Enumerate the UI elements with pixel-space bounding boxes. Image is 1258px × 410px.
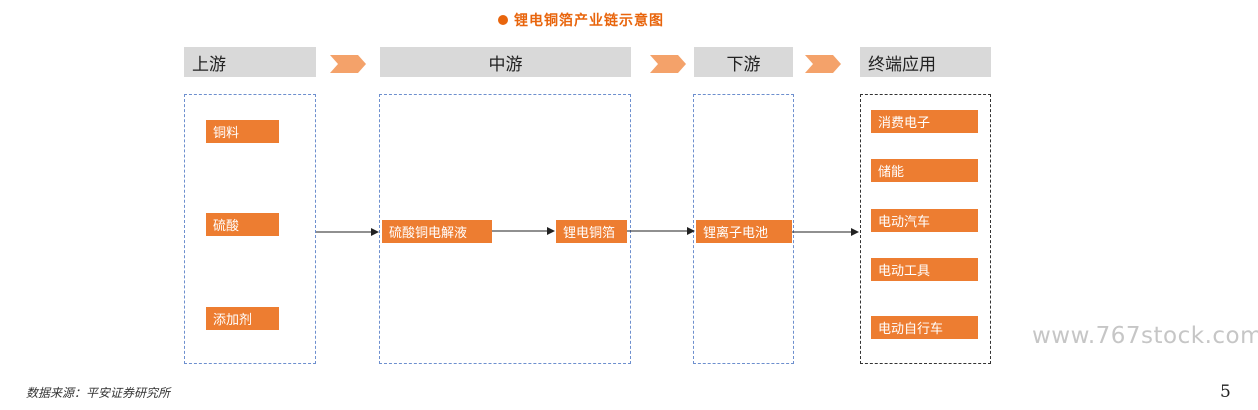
midstream-item-copper-foil: 锂电铜箔: [556, 220, 627, 243]
bullet-dot-icon: [498, 15, 508, 25]
chevron-right-icon: [650, 55, 686, 73]
downstream-item-battery: 锂离子电池: [696, 220, 792, 243]
stage-header-midstream: 中游: [380, 47, 631, 77]
stage-header-downstream: 下游: [694, 47, 793, 77]
end-use-group: [860, 94, 991, 364]
upstream-item-additive: 添加剂: [206, 307, 279, 330]
upstream-item-sulfuric-acid: 硫酸: [206, 213, 279, 236]
chevron-right-icon: [805, 55, 841, 73]
end-use-item-power-tools: 电动工具: [871, 258, 978, 281]
upstream-group: [184, 94, 316, 364]
end-use-item-electric-vehicle: 电动汽车: [871, 209, 978, 232]
page-number: 5: [1220, 382, 1231, 402]
diagram-title: 锂电铜箔产业链示意图: [498, 9, 664, 31]
midstream-item-electrolyte: 硫酸铜电解液: [382, 220, 492, 243]
data-source: 数据来源：平安证券研究所: [26, 386, 171, 400]
end-use-item-energy-storage: 储能: [871, 159, 978, 182]
end-use-item-electric-bike: 电动自行车: [871, 316, 978, 339]
midstream-group: [379, 94, 631, 364]
watermark: www.767stock.com: [1032, 323, 1258, 349]
stage-header-end-use: 终端应用: [860, 47, 991, 77]
upstream-item-copper: 铜料: [206, 120, 279, 143]
stage-header-upstream: 上游: [184, 47, 316, 77]
diagram-title-text: 锂电铜箔产业链示意图: [514, 13, 664, 29]
chevron-right-icon: [330, 55, 366, 73]
end-use-item-consumer-electronics: 消费电子: [871, 110, 978, 133]
